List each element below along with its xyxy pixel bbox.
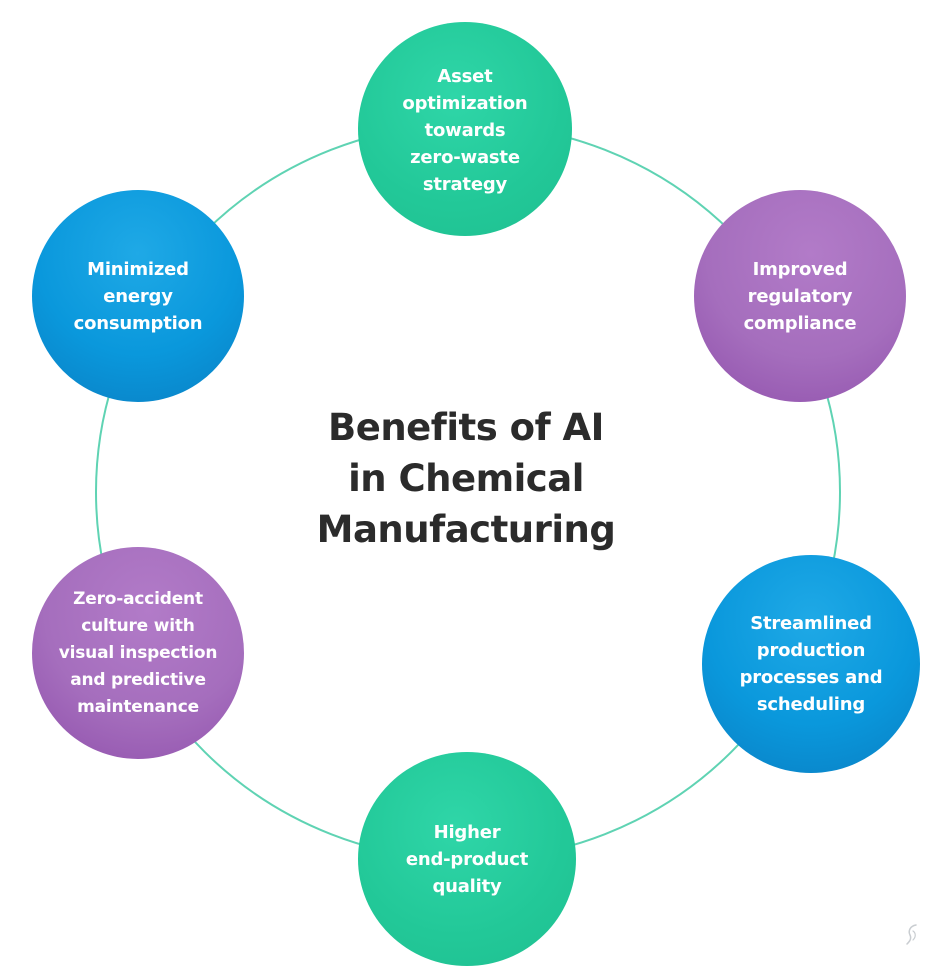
- corner-watermark-icon: [906, 924, 917, 945]
- node-label: Minimized energy consumption: [73, 258, 203, 334]
- node-label: Asset optimization towards zero-waste st…: [402, 65, 528, 195]
- node-label: Zero-accident culture with visual inspec…: [58, 588, 218, 717]
- node-regulatory-compliance: Improved regulatory compliance: [694, 190, 906, 402]
- node-label: Higher end-product quality: [405, 821, 529, 897]
- node-energy-consumption: Minimized energy consumption: [32, 190, 244, 402]
- diagram-title: Benefits of AI in Chemical Manufacturing: [316, 406, 616, 551]
- node-streamlined-production: Streamlined production processes and sch…: [702, 555, 920, 773]
- node-label: Improved regulatory compliance: [743, 258, 857, 334]
- node-label: Streamlined production processes and sch…: [739, 613, 883, 715]
- node-zero-accident: Zero-accident culture with visual inspec…: [32, 547, 244, 759]
- node-product-quality: Higher end-product quality: [358, 752, 576, 966]
- node-asset-optimization: Asset optimization towards zero-waste st…: [358, 22, 572, 236]
